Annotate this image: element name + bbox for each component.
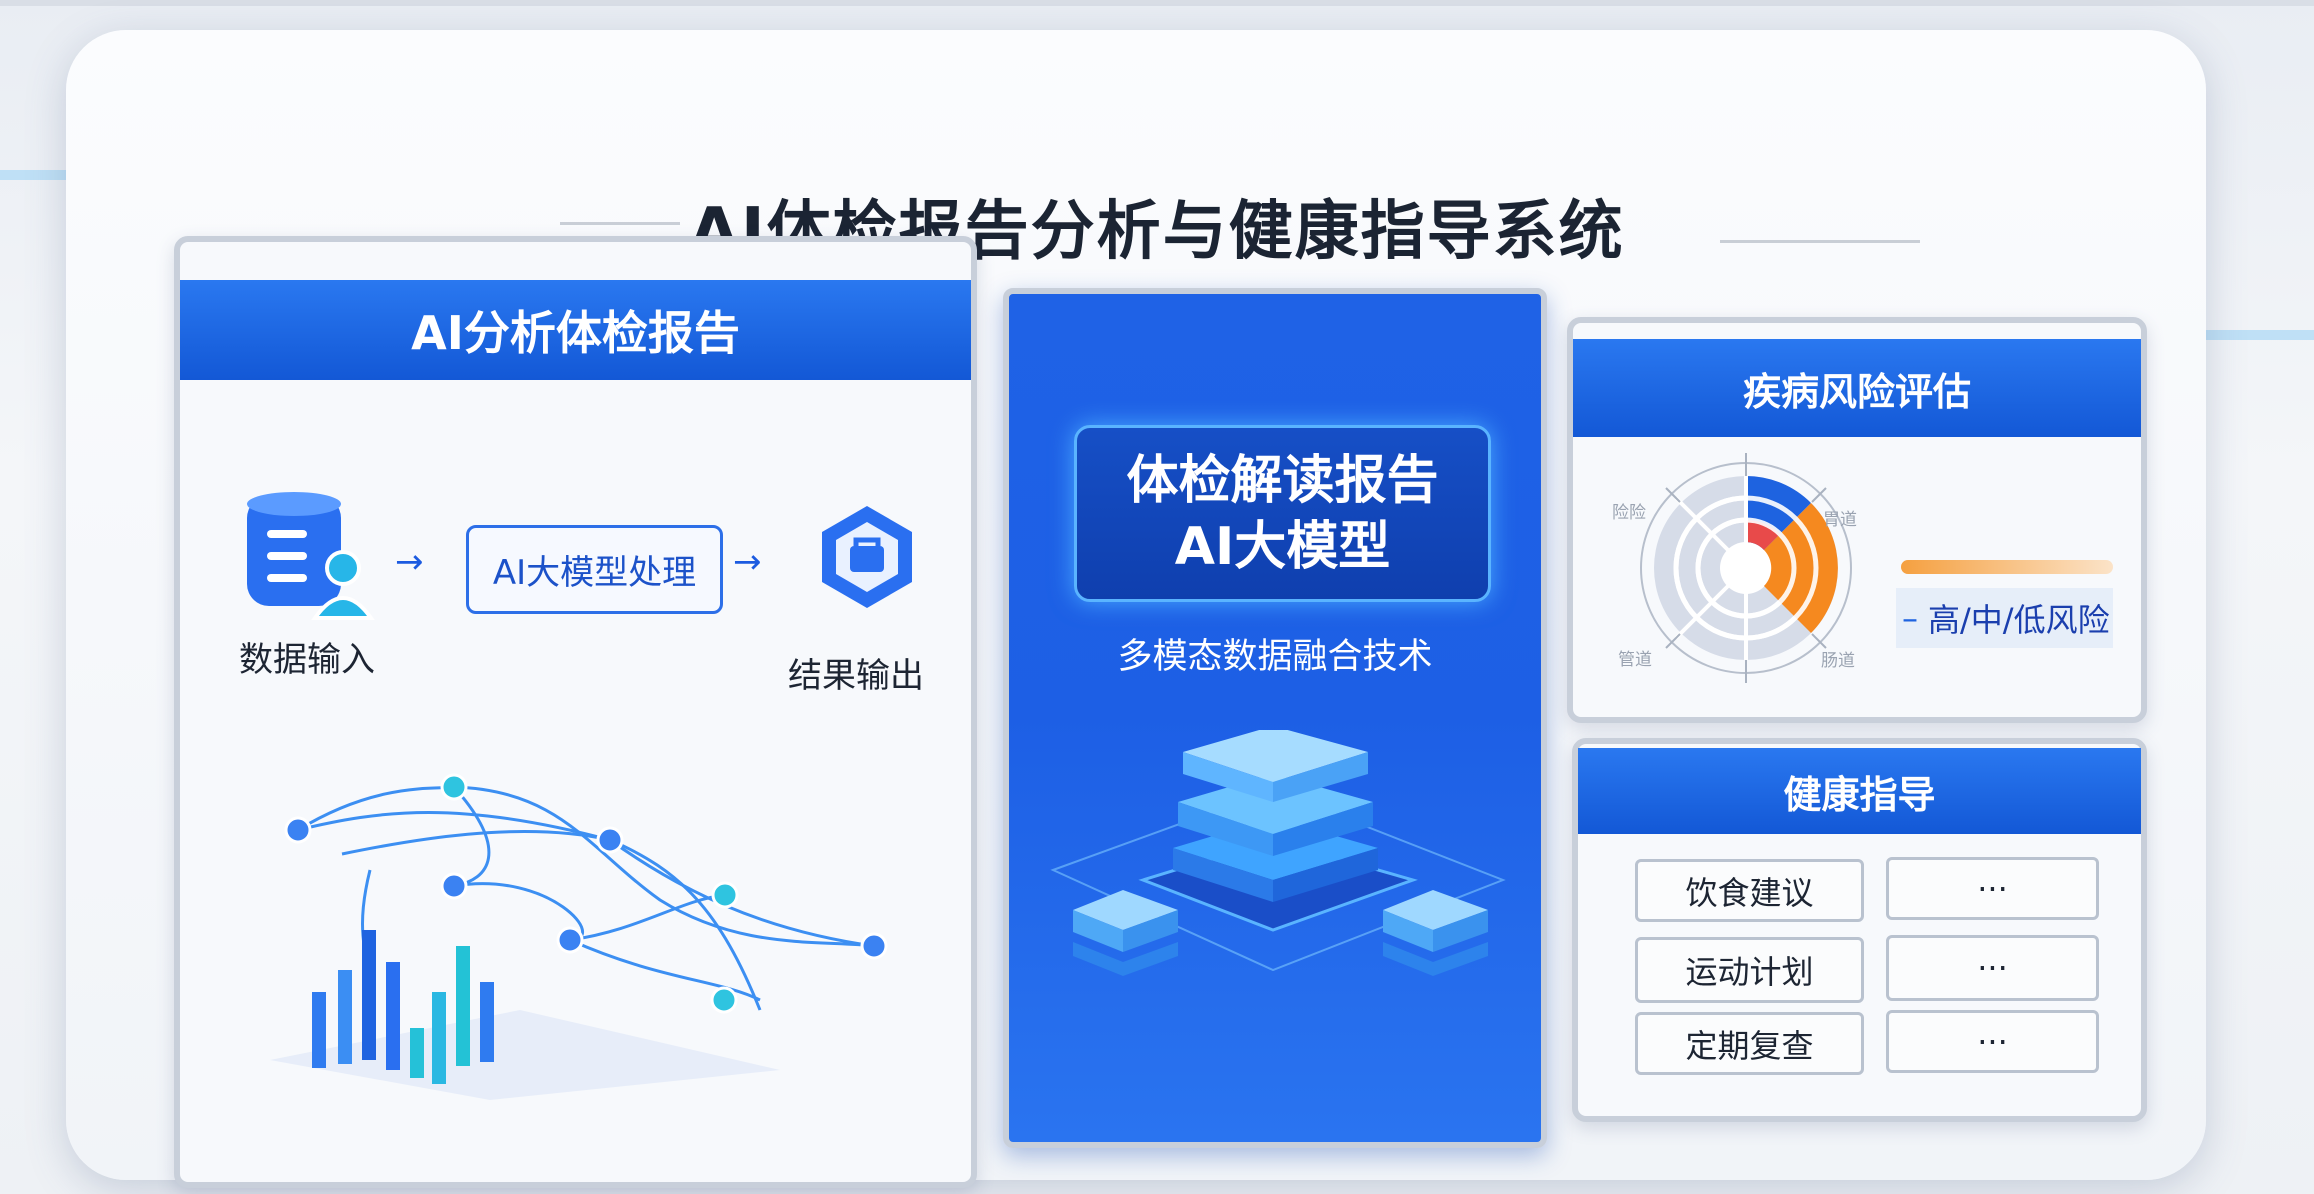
regular-checkup-button[interactable]: 定期复查 [1635, 1012, 1864, 1075]
layer-block [1073, 890, 1178, 976]
wall-edge [0, 0, 2314, 6]
axis-label: 胃道 [1823, 510, 1857, 530]
model-title-box: 体检解读报告 AI大模型 [1074, 425, 1491, 602]
ai-model-process-box: AI大模型处理 [466, 525, 723, 614]
risk-gradient-bar [1901, 560, 2113, 574]
exercise-plan-button[interactable]: 运动计划 [1635, 937, 1864, 1003]
arrow-icon: → [733, 542, 762, 582]
wall-light [0, 170, 70, 180]
title-line-left [560, 222, 680, 225]
model-subtitle: 多模态数据融合技术 [1117, 637, 1433, 677]
bar [312, 930, 494, 1084]
diet-advice-detail[interactable]: ··· [1886, 857, 2099, 920]
network-bar-illustration [270, 773, 888, 1100]
exercise-plan-detail[interactable]: ··· [1886, 935, 2099, 1001]
layer-block [1173, 730, 1378, 902]
panel-header: AI分析体检报告 [180, 280, 971, 380]
layer-block [1383, 890, 1488, 976]
risk-assessment-panel: 疾病风险评估 [1567, 317, 2147, 723]
database-user-icon [245, 490, 375, 620]
model-title-line1: 体检解读报告 [1126, 450, 1439, 511]
diet-advice-button[interactable]: 饮食建议 [1635, 859, 1864, 922]
axis-label: 管道 [1618, 650, 1652, 670]
wall-light [2200, 330, 2314, 340]
risk-radial-chart [1640, 453, 1852, 683]
title-line-right [1720, 240, 1920, 243]
output-hexagon-icon [812, 502, 922, 612]
regular-checkup-detail[interactable]: ··· [1886, 1010, 2099, 1073]
model-title-line2: AI大模型 [1174, 516, 1391, 577]
panel-header: 疾病风险评估 [1573, 339, 2141, 437]
risk-legend-text: 高/中/低风险 [1928, 601, 2110, 639]
axis-label: 肠道 [1821, 651, 1855, 671]
legend-arrow-icon: – [1902, 599, 1918, 637]
data-stack-illustration [1050, 730, 1506, 976]
risk-legend: – 高/中/低风险 [1896, 588, 2113, 648]
axis-label: 险险 [1612, 503, 1646, 523]
network-node [284, 773, 888, 1014]
arrow-icon: → [395, 542, 424, 582]
result-output-label: 结果输出 [788, 656, 924, 696]
panel-header: 健康指导 [1578, 748, 2141, 834]
data-input-label: 数据输入 [239, 640, 375, 680]
